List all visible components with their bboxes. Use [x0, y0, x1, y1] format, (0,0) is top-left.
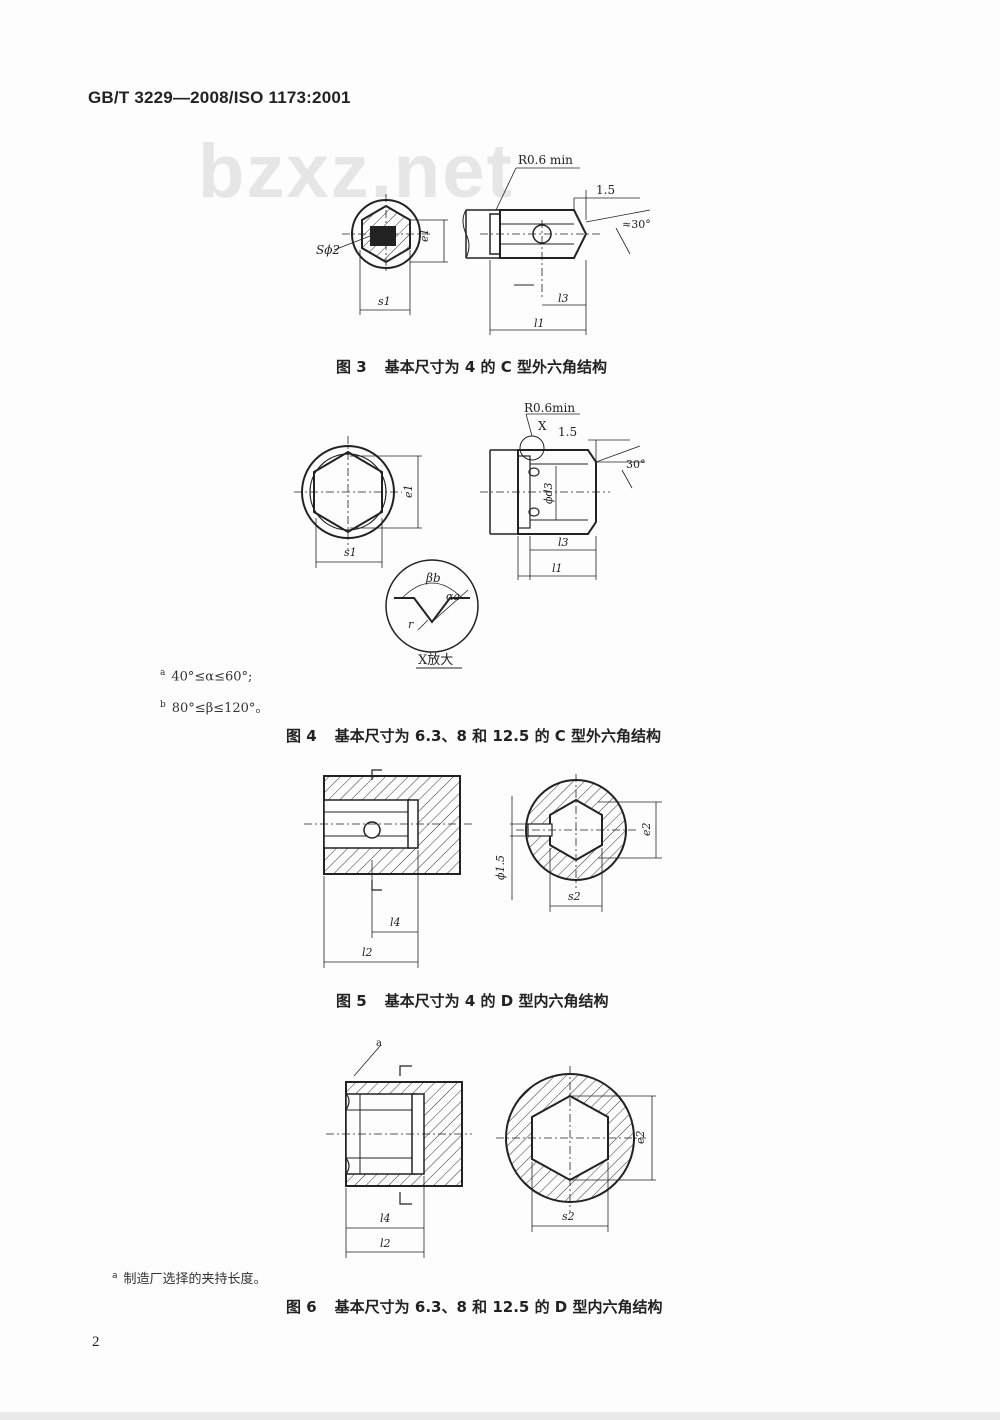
note-text: 40°≤α≤60°;: [171, 669, 253, 685]
fig4-label-d3: ϕd3: [542, 482, 555, 504]
figure-3-title: 基本尺寸为 4 的 C 型外六角结构: [384, 358, 608, 376]
fig4-label-r: r: [408, 618, 414, 631]
page-number: 2: [92, 1334, 100, 1350]
figure-6-title: 基本尺寸为 6.3、8 和 12.5 的 D 型内六角结构: [334, 1298, 663, 1316]
fig4-label-chamfer: 1.5: [558, 425, 577, 439]
figure-6-drawing: a l4 l2 e2 s2: [326, 1038, 656, 1258]
figure-3-drawing: e1 s1 Sϕ2 R0.6 min 1.5 ≈30° l3 l1: [316, 153, 651, 335]
fig3-label-l1: l1: [534, 317, 545, 330]
figure-4-title: 基本尺寸为 6.3、8 和 12.5 的 C 型外六角结构: [334, 727, 662, 745]
fig4-label-s1: s1: [344, 546, 357, 559]
fig4-label-l3: l3: [558, 536, 569, 549]
figure-5-caption: 图 5 基本尺寸为 4 的 D 型内六角结构: [336, 990, 608, 1011]
fig5-label-l4: l4: [390, 916, 401, 929]
standard-code-header: GB/T 3229—2008/ISO 1173:2001: [88, 88, 351, 107]
figure-5-number: 图 5: [336, 992, 367, 1010]
fig4-label-detail-mark: X: [538, 419, 547, 433]
fig6-label-l4: l4: [380, 1212, 391, 1225]
note-text: 制造厂选择的夹持长度。: [123, 1272, 267, 1287]
note-mark: a: [160, 668, 166, 678]
fig3-label-e1: e1: [418, 228, 431, 242]
note-mark: b: [160, 699, 166, 710]
page-bottom-edge: [0, 1412, 1000, 1420]
figure-6-caption: 图 6 基本尺寸为 6.3、8 和 12.5 的 D 型内六角结构: [286, 1296, 662, 1317]
fig5-label-l2: l2: [362, 946, 373, 959]
figure-6-number: 图 6: [286, 1298, 317, 1316]
fig4-label-e1: e1: [402, 484, 415, 498]
fig4-detail-caption: X放大: [418, 653, 453, 668]
figure-5-title: 基本尺寸为 4 的 D 型内六角结构: [384, 992, 609, 1010]
fig4-label-l1: l1: [552, 562, 563, 575]
fig3-label-angle: ≈30°: [622, 218, 651, 231]
fig3-label-sphere: Sϕ2: [316, 243, 340, 257]
fig4-label-angle: 30°: [626, 458, 646, 471]
note-text: 80°≤β≤120°。: [171, 701, 269, 716]
figure-4-note-b: b 80°≤β≤120°。: [160, 697, 268, 716]
fig4-label-beta: βb: [425, 571, 441, 585]
fig3-label-s1: s1: [378, 295, 391, 308]
fig6-label-s2: s2: [562, 1210, 575, 1223]
fig6-label-l2: l2: [380, 1237, 391, 1250]
fig6-label-e2: e2: [634, 1130, 647, 1144]
fig4-label-alpha: αa: [446, 590, 460, 603]
fig6-label-a: a: [376, 1038, 382, 1049]
figure-4-caption: 图 4 基本尺寸为 6.3、8 和 12.5 的 C 型外六角结构: [286, 725, 661, 746]
fig5-label-s2: s2: [568, 890, 581, 903]
fig5-label-hole: ϕ1.5: [494, 855, 507, 880]
figure-4-number: 图 4: [286, 727, 317, 745]
figure-3-number: 图 3: [336, 358, 367, 376]
fig4-label-radius: R0.6min: [524, 401, 575, 415]
figure-5-drawing: l4 l2 ϕ1.5 e2 s2: [304, 769, 662, 968]
figure-4-drawing: e1 s1 R0.6min X 1.5 30° ϕd3 l3 l1 βb αa …: [294, 401, 646, 669]
fig3-label-l3: l3: [558, 292, 569, 305]
note-mark: a: [112, 1270, 118, 1281]
fig5-label-e2: e2: [640, 822, 653, 836]
fig3-label-chamfer: 1.5: [596, 183, 615, 197]
figure-3-caption: 图 3 基本尺寸为 4 的 C 型外六角结构: [336, 356, 607, 377]
figure-6-note-a: a 制造厂选择的夹持长度。: [112, 1268, 267, 1287]
watermark-text: bzxz.net: [198, 129, 514, 214]
fig3-label-radius: R0.6 min: [518, 153, 573, 167]
figure-4-note-a: a 40°≤α≤60°;: [160, 668, 252, 684]
